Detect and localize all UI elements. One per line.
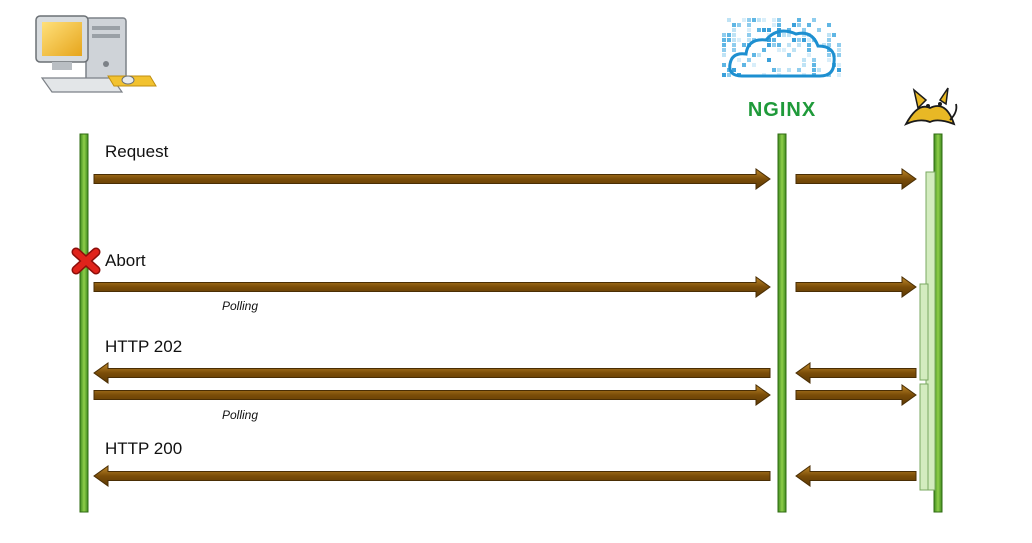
polling-note: Polling [222, 299, 258, 313]
abort-poll-arrow [93, 276, 771, 298]
message-label: HTTP 200 [105, 439, 182, 458]
server-activation-nested [919, 383, 929, 491]
http-200-arrow [93, 465, 771, 487]
tomcat-icon [903, 87, 958, 126]
message-label: Abort [105, 251, 146, 270]
request-arrow [93, 168, 771, 190]
server-activation-nested [919, 283, 929, 381]
http-200-upstream-arrow [795, 465, 917, 487]
poll-forward-arrow [795, 384, 917, 406]
message-label: HTTP 202 [105, 337, 182, 356]
cloud-icon [722, 18, 841, 78]
polling-note: Polling [222, 408, 258, 422]
nginx-label: NGINX [748, 99, 816, 121]
http-202-upstream-arrow [795, 362, 917, 384]
abort-x-icon [71, 247, 101, 275]
proxy-lifeline [777, 133, 787, 513]
abort-forward-arrow [795, 276, 917, 298]
desktop-computer-icon [35, 15, 157, 93]
poll-arrow [93, 384, 771, 406]
request-forward-arrow [795, 168, 917, 190]
http-202-arrow [93, 362, 771, 384]
client-lifeline [79, 133, 89, 513]
message-label: Request [105, 142, 169, 161]
message-arrows [93, 168, 917, 487]
